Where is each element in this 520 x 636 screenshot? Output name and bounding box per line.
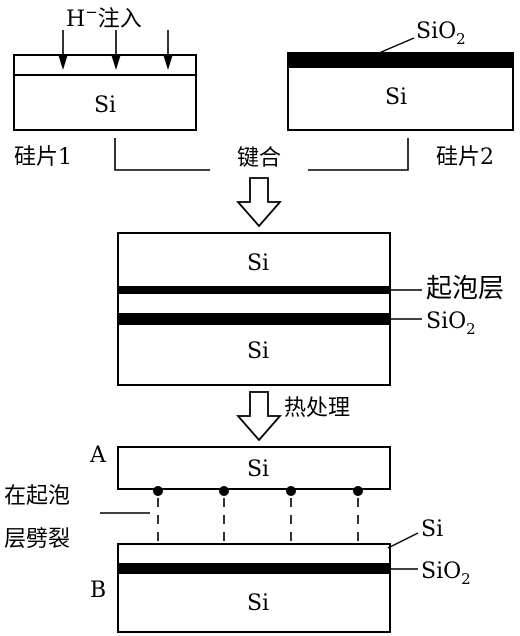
cleave-dot [219,486,229,496]
piece-b-thin-si-label: Si [421,517,443,542]
cleave-dot [286,486,296,496]
piece-a: A Si [89,443,391,490]
split-label-line-1: 在起泡 [4,484,70,509]
piece-a-letter: A [89,443,107,468]
down-arrow-1 [236,177,282,228]
oxide-band [118,313,390,325]
wafer-1-si-body [13,74,197,131]
stack-oxide-label: SiO2 [426,309,476,338]
piece-b: B Si Si SiO2 [90,517,471,633]
wafer-1-label: 硅片1 [14,145,72,170]
piece-a-si-body [117,446,391,490]
down-arrow-2 [236,391,282,442]
wafer-1-si-label: Si [94,93,116,118]
wafer-2-si-body [287,52,514,131]
bubble-layer-band [118,286,390,294]
implant-label: H−注入 [66,3,142,32]
cleave-marks [153,486,363,542]
piece-b-letter: B [90,578,106,603]
wafer-2-label: 硅片2 [436,145,494,170]
cleave-dot [353,486,363,496]
cleave-dot [153,486,163,496]
wafer-2-oxide-layer [288,53,513,68]
piece-b-thin-si-leader [387,532,419,549]
wafer-2-si-label: Si [385,85,407,110]
bond-label: 键合 [237,146,281,171]
anneal-label: 热处理 [284,396,350,421]
piece-b-outline [117,543,391,633]
piece-a-si-label: Si [247,457,269,482]
piece-b-si-label: Si [247,591,269,616]
split-label-line-2: 层劈裂 [4,527,70,552]
stack-top-si-label: Si [247,251,269,276]
wafer-2-oxide-leader [371,37,415,57]
piece-b-oxide-band [118,563,390,574]
piece-b-oxide-label: SiO2 [421,559,471,588]
stack-bottom-si-label: Si [247,339,269,364]
implant-arrows [58,30,173,70]
wafer-2-oxide-label: SiO2 [416,19,466,48]
stack-outline [117,232,391,386]
wafer-1: Si H−注入 硅片1 [13,3,197,170]
bond-bracket [114,138,409,171]
wafer-2: Si SiO2 硅片2 [287,19,514,170]
bubble-layer-label: 起泡层 [426,274,504,304]
bonded-stack: Si Si 起泡层 SiO2 [117,232,504,386]
